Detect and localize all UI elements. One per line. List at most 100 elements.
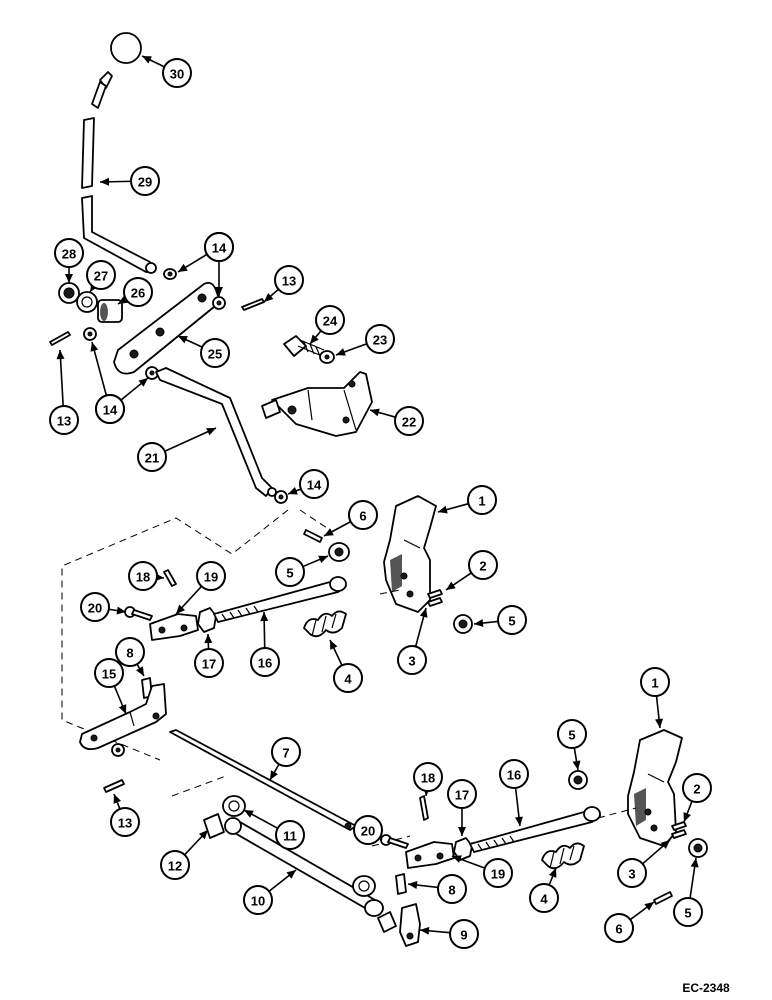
part-clevis-pin-20a: [124, 606, 153, 621]
leader-arrow-c22: [370, 408, 380, 417]
callout-number: 8: [126, 646, 133, 661]
leader-arrow-c28: [65, 274, 73, 283]
callout-number: 14: [103, 403, 118, 418]
callout-c5b: 5: [497, 605, 527, 635]
part-pin-2b: [671, 821, 687, 839]
leader-arrow-c13c: [113, 794, 122, 804]
leader-arrow-c5b: [474, 619, 484, 628]
callout-c16a: 16: [250, 647, 280, 677]
callout-c5a: 5: [275, 557, 305, 587]
leader-arrow-c15: [118, 704, 127, 714]
callout-number: 2: [479, 559, 486, 574]
callout-circle: [353, 815, 383, 845]
callout-circle: [162, 58, 192, 88]
callout-c5c: 5: [557, 719, 587, 749]
callout-number: 19: [204, 570, 218, 585]
leader-line-c13b: [59, 349, 64, 407]
callout-c14d: 14: [95, 394, 125, 424]
callout-c20a: 20: [80, 592, 110, 622]
callout-circle: [468, 550, 498, 580]
callout-number: 24: [323, 314, 338, 329]
callout-number: 28: [62, 247, 76, 262]
part-washer-14c: [83, 327, 97, 341]
leader-arrow-c6b: [644, 902, 654, 911]
callout-number: 12: [168, 859, 182, 874]
part-spacer-12: [203, 813, 225, 839]
callout-circle: [397, 645, 427, 675]
callout-circle: [160, 850, 190, 880]
callout-number: 8: [448, 883, 455, 898]
parts-drawing: [49, 32, 708, 947]
part-lever-plate-15: [79, 683, 167, 751]
leader-arrow-c4a: [330, 640, 338, 650]
callout-circle: [95, 394, 125, 424]
part-cotter-pin-13a: [241, 298, 265, 311]
callout-number: 16: [507, 768, 521, 783]
part-washer-27: [76, 291, 98, 313]
part-washer-5b: [453, 614, 473, 634]
callout-circle: [604, 913, 634, 943]
callout-number: 17: [202, 657, 216, 672]
part-pin-8b: [395, 873, 407, 895]
leader-arrow-c17a: [204, 634, 213, 644]
part-bushing-11: [222, 795, 246, 817]
callout-number: 4: [344, 672, 352, 687]
callout-number: 13: [118, 816, 132, 831]
callout-c18b: 18: [413, 762, 443, 792]
leader-arrow-c12: [198, 830, 208, 840]
callout-c2a: 2: [468, 550, 498, 580]
callout-number: 4: [540, 892, 548, 907]
leader-arrow-c16b: [514, 816, 523, 826]
callout-circle: [449, 919, 479, 949]
leader-arrow-c5a: [318, 555, 328, 564]
leader-arrow-c2a: [446, 581, 456, 590]
reference-dashed-outline-levers: [379, 589, 637, 819]
callout-circle: [274, 265, 304, 295]
callout-number: 1: [651, 676, 658, 691]
callout-number: 27: [94, 269, 108, 284]
part-clevis-pin-20b: [380, 834, 409, 849]
callout-number: 20: [361, 824, 375, 839]
callout-circle: [315, 305, 345, 335]
callout-c17a: 17: [194, 648, 224, 678]
callout-c8b: 8: [437, 874, 467, 904]
part-clevis-19a: [149, 613, 199, 641]
callout-c3a: 3: [397, 645, 427, 675]
callout-c10: 10: [243, 885, 273, 915]
part-roll-pin-6a: [303, 529, 323, 543]
callout-circle: [54, 238, 84, 268]
callout-number: 18: [421, 771, 435, 786]
leader-arrow-c13a: [264, 293, 274, 302]
part-washer-5c: [568, 770, 588, 790]
callout-number: 13: [282, 274, 296, 289]
callout-number: 5: [508, 614, 515, 629]
leader-arrow-c2b: [683, 812, 691, 822]
part-bushing-26: [97, 299, 123, 323]
callout-circle: [243, 885, 273, 915]
leader-arrow-c3b: [660, 840, 670, 849]
callout-circle: [499, 759, 529, 789]
callout-number: 18: [136, 570, 150, 585]
reference-dashed-outline: [61, 509, 331, 761]
leader-arrow-c6a: [324, 528, 334, 536]
callout-c13b: 13: [49, 405, 79, 435]
callout-c7: 7: [271, 737, 301, 767]
callout-circle: [123, 277, 153, 307]
callout-number: 26: [131, 286, 145, 301]
part-nut-17b: [453, 837, 473, 861]
part-washer-5d: [688, 838, 708, 858]
leader-arrow-c7: [270, 770, 278, 780]
callout-c22: 22: [394, 406, 424, 436]
callout-c18a: 18: [128, 561, 158, 591]
callout-c9: 9: [449, 919, 479, 949]
callout-circle: [196, 561, 226, 591]
leader-arrow-c16a: [260, 612, 269, 622]
callout-number: 29: [138, 175, 152, 190]
callout-circle: [80, 592, 110, 622]
callout-c23: 23: [365, 324, 395, 354]
callout-number: 21: [145, 451, 159, 466]
leader-arrow-c24: [310, 334, 319, 344]
reference-dashed-outline-lower: [171, 775, 411, 847]
callout-circle: [333, 663, 363, 693]
part-lever-9: [399, 903, 421, 947]
